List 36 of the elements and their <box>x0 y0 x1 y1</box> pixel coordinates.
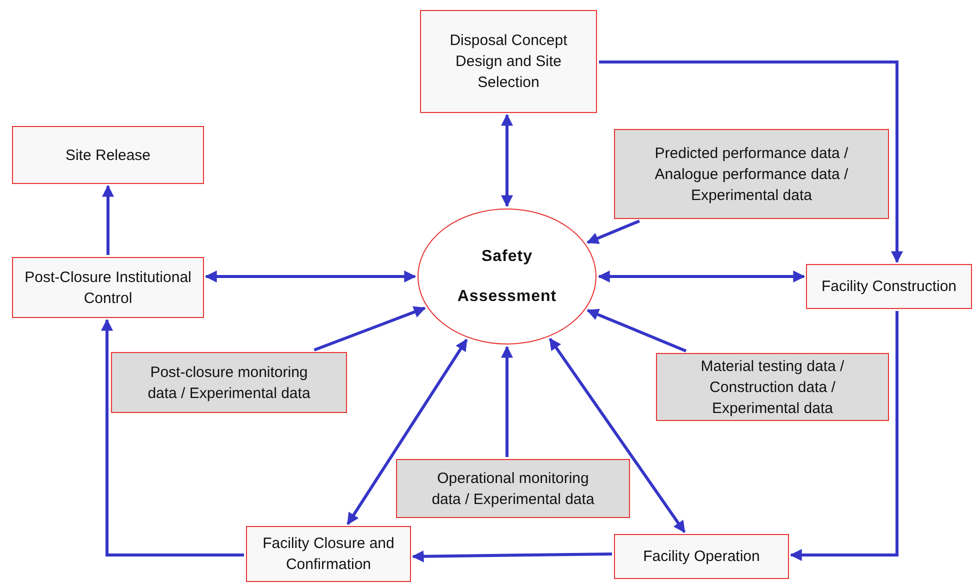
arrow <box>548 338 686 533</box>
data-box <box>396 459 630 518</box>
node-label: Facility Closure and Confirmation <box>262 534 396 575</box>
node-label: Predicted performance data / Analogue performance data / Experimental data <box>654 144 850 206</box>
process-box <box>246 526 411 582</box>
arrow <box>586 220 640 244</box>
data-box <box>614 129 889 219</box>
arrow <box>790 311 898 561</box>
node-label: Post-Closure Institutional Control <box>24 268 192 308</box>
arrow <box>599 60 903 264</box>
node-label: Disposal Concept Design and Site Selection <box>448 31 568 93</box>
arrow <box>204 270 416 282</box>
arrow <box>314 306 426 352</box>
node-label: Material testing data / Construction data / Experimental data <box>700 356 846 418</box>
arrow <box>346 338 468 525</box>
process-box <box>806 264 972 309</box>
process-box <box>12 257 204 318</box>
arrow <box>102 184 114 255</box>
node-label: Facility Operation <box>643 547 760 567</box>
assessment-ellipse <box>417 208 597 345</box>
process-box <box>12 126 204 184</box>
node-label: Site Release <box>65 146 151 166</box>
arrow <box>501 346 513 457</box>
node-label: Facility Construction <box>821 277 957 297</box>
arrow <box>598 270 806 282</box>
data-box <box>656 353 889 421</box>
process-box <box>420 10 597 113</box>
process-box <box>614 534 789 579</box>
arrow <box>412 550 612 562</box>
arrow <box>501 114 513 208</box>
arrow <box>101 318 244 556</box>
arrow <box>586 308 687 352</box>
node-label: Safety Assessment <box>456 246 558 306</box>
data-box <box>111 352 347 413</box>
node-label: Post-closure monitoring data / Experimental data <box>146 362 312 404</box>
node-label: Operational monitoring data / Experimental data <box>430 468 596 510</box>
